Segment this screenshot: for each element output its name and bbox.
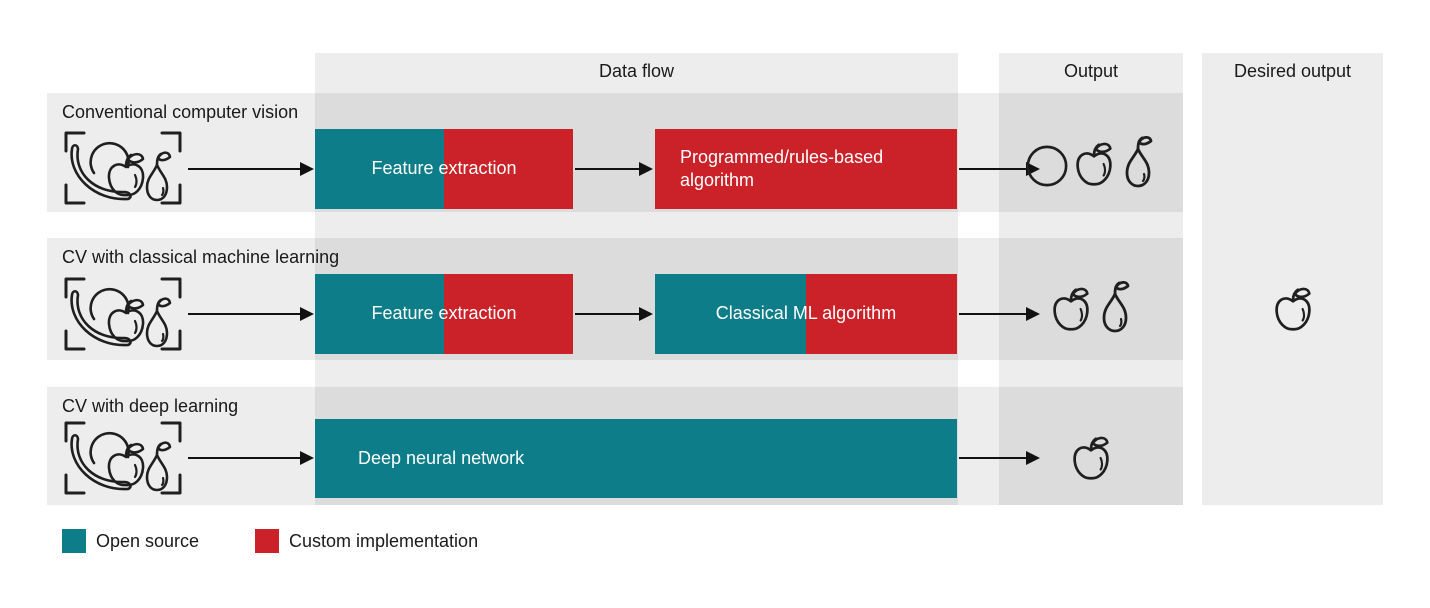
arrow-to-output-row2 [959,306,1040,322]
pear-icon [1119,136,1157,188]
input-fruits-icon [64,421,182,495]
input-fruits-icon [64,131,182,205]
legend-label-custom-implementation: Custom implementation [289,531,479,551]
arrow-input-to-feature-extraction-row1 [188,161,314,177]
desired-output-column-band [1202,53,1383,505]
legend-swatch-custom-implementation [255,529,279,553]
box-programmed-rules-based-algorithm: Programmed/rules-based algorithm [655,129,957,209]
row-band-classical-ml [47,238,1183,360]
row-band-conventional [47,93,1183,212]
legend-label-open-source: Open source [96,531,200,551]
legend-swatch-open-source [62,529,86,553]
output-icons-row1 [999,136,1183,188]
box-classical-ml-algorithm: Classical ML algorithm [655,274,957,354]
apple-icon [1072,140,1116,188]
arrow-feature-to-algorithm-row2 [575,306,653,322]
row-label-conventional-cv: Conventional computer vision [62,102,299,122]
row-label-cv-deep-learning: CV with deep learning [62,396,239,416]
arrow-to-output-row3 [959,450,1040,466]
orange-icon [1025,144,1069,188]
row-label-cv-classical-ml: CV with classical machine learning [62,247,340,267]
column-header-data-flow: Data flow [598,61,675,81]
output-icons-row3 [999,432,1183,482]
box-feature-extraction-row1: Feature extraction [315,129,573,209]
input-fruits-icon [64,277,182,351]
desired-output-icons [1202,283,1383,333]
arrow-input-to-dnn [188,450,314,466]
arrow-feature-to-algorithm-row1 [575,161,653,177]
column-header-desired-output: Desired output [1233,61,1352,81]
box-feature-extraction-row2: Feature extraction [315,274,573,354]
box-deep-neural-network: Deep neural network [315,419,957,498]
apple-icon [1069,434,1113,482]
output-column-band [999,53,1183,505]
output-icons-row2 [999,281,1183,333]
pear-icon [1096,281,1134,333]
apple-icon [1049,285,1093,333]
apple-icon [1271,285,1315,333]
column-header-output: Output [1063,61,1119,81]
arrow-input-to-feature-extraction-row2 [188,306,314,322]
